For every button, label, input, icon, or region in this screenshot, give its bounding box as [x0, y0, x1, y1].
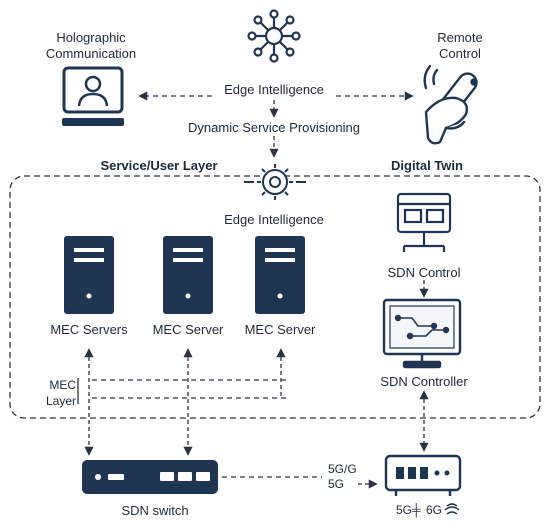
signal-icon	[444, 503, 460, 515]
mec-layer-label-2: Layer	[45, 394, 76, 408]
remote-label-1: Remote	[437, 30, 483, 45]
link-5g-g-label: 5G/G	[328, 462, 357, 476]
sdn-switch-label: SDN switch	[121, 503, 189, 518]
monitor-circuit-icon	[382, 298, 462, 369]
switch-icon	[82, 460, 218, 494]
edge-intelligence-inner: Edge Intelligence	[224, 212, 324, 227]
server-icon	[255, 236, 305, 314]
bottom-5g-label: 5G	[396, 503, 413, 517]
mec-servers-label: MEC Servers	[50, 322, 128, 337]
holographic-label-2: Communication	[45, 46, 137, 61]
service-user-layer-title: Service/User Layer	[100, 158, 218, 173]
server-icon	[64, 236, 114, 314]
remote-label-2: Control	[439, 46, 481, 61]
server-icon	[163, 236, 213, 314]
mec-server-label-3: MEC Server	[244, 322, 316, 337]
network-hub-icon	[247, 9, 301, 63]
mec-server-label-2: MEC Server	[152, 322, 224, 337]
bottom-sep-icon: ╪	[412, 503, 421, 517]
sdn-controller-label: SDN Controller	[380, 374, 468, 389]
digital-twin-title: Digital Twin	[391, 158, 463, 173]
remote-hand-icon	[423, 64, 478, 145]
edge-intelligence-top: Edge Intelligence	[224, 82, 324, 97]
link-5g-label: 5G	[328, 477, 345, 491]
dynamic-service-label: Dynamic Service Provisioning	[188, 120, 360, 135]
mec-layer-label-1: MEC	[49, 378, 76, 392]
user-monitor-icon	[62, 66, 124, 126]
gear-chip-icon	[244, 164, 306, 200]
router-icon	[384, 454, 462, 496]
holographic-label-1: Holographic	[56, 30, 126, 45]
control-panel-icon	[396, 192, 452, 252]
sdn-control-label: SDN Control	[387, 265, 461, 280]
bottom-6g-label: 6G	[426, 503, 443, 517]
